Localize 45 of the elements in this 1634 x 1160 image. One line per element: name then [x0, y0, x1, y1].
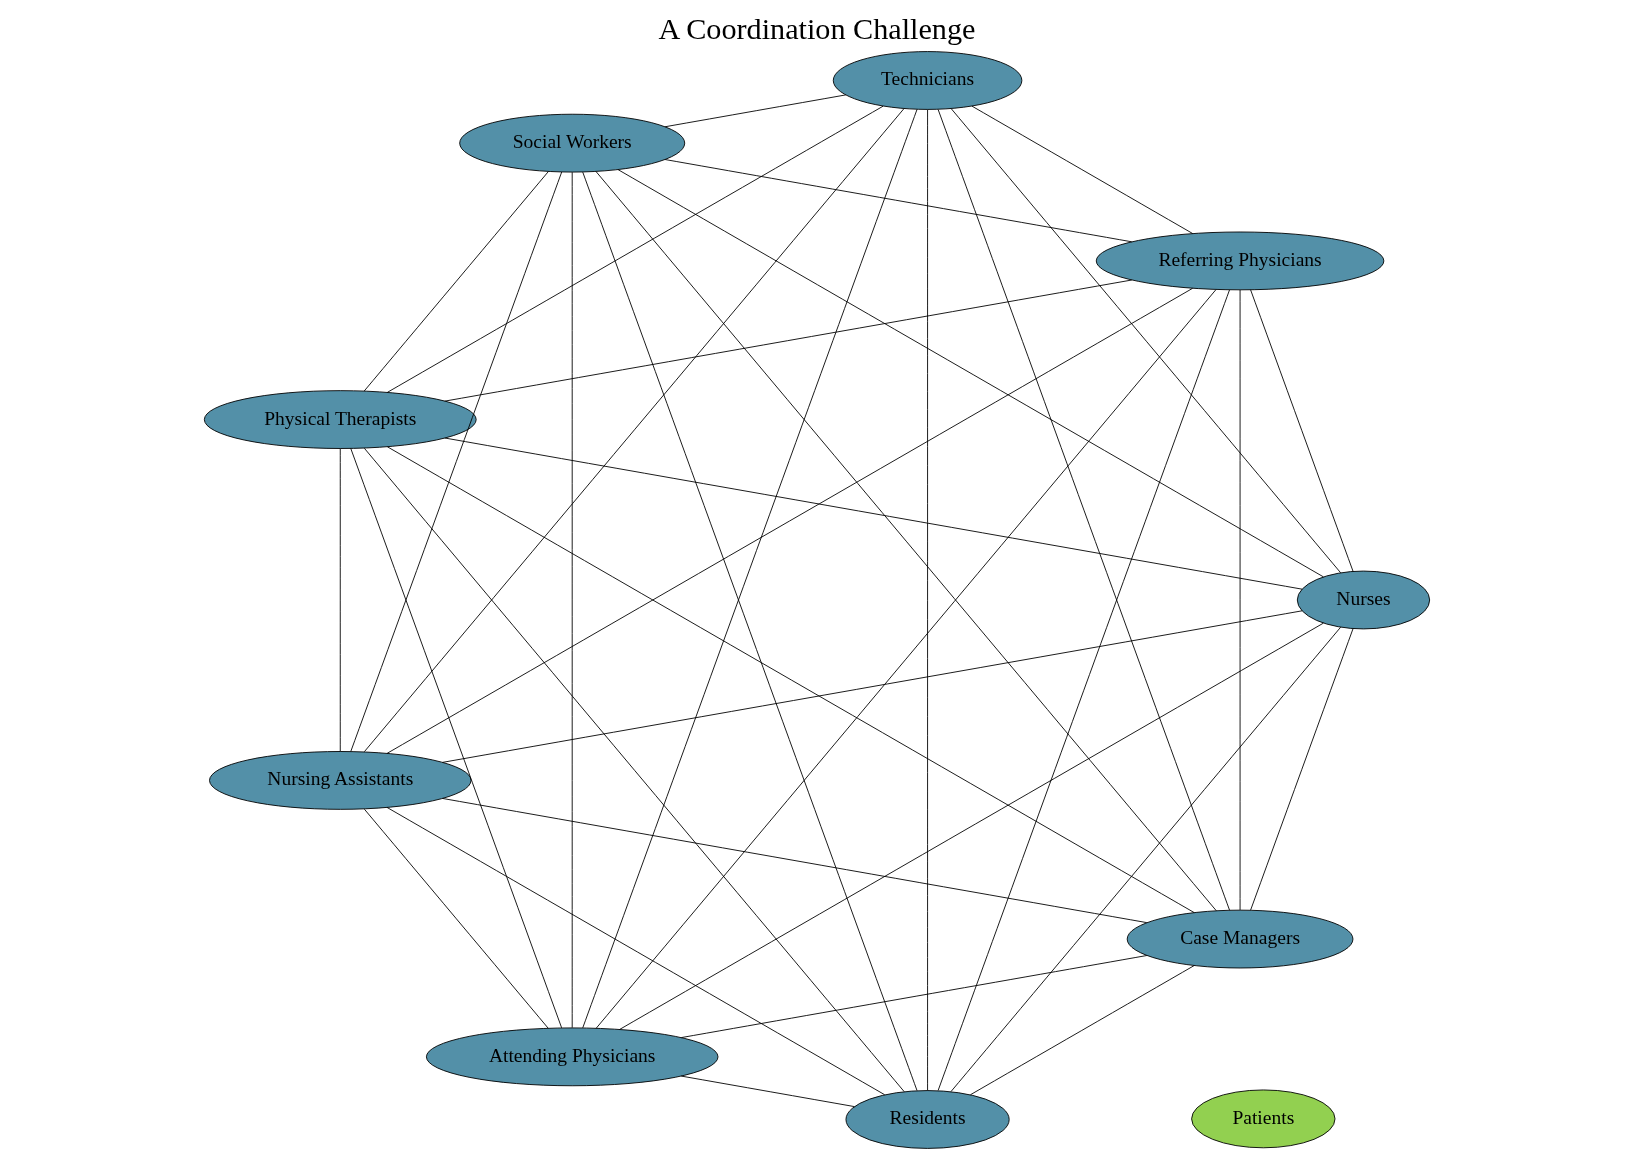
node-ellipse: Nurses: [1296, 570, 1431, 630]
connector: [664, 159, 1133, 243]
node-ellipse: Social Workers: [459, 113, 686, 173]
connector: [350, 171, 563, 752]
node-ellipse: Nursing Assistants: [209, 751, 472, 810]
connector: [571, 171, 573, 1029]
connector: [937, 289, 1230, 1091]
connector: [950, 108, 1342, 574]
connector: [595, 171, 1217, 912]
connector: [1250, 289, 1354, 572]
node-ellipse: Patients: [1191, 1089, 1336, 1149]
connector: [386, 807, 886, 1096]
connector: [444, 437, 1303, 590]
connector: [1239, 289, 1241, 911]
connector: [442, 610, 1303, 763]
connector: [363, 171, 549, 392]
connector: [339, 448, 341, 752]
node-ellipse: Case Managers: [1126, 909, 1354, 969]
connector: [386, 105, 884, 393]
connector: [680, 955, 1148, 1039]
connector: [386, 287, 1193, 754]
connector: [1250, 628, 1354, 911]
connector: [619, 622, 1324, 1030]
connector: [680, 1075, 855, 1108]
connector: [363, 447, 905, 1093]
connector: [970, 965, 1195, 1096]
connector: [617, 169, 1324, 578]
connector: [444, 279, 1133, 402]
connector: [363, 108, 905, 753]
connector: [950, 626, 1342, 1093]
connector: [927, 109, 928, 1091]
connector: [937, 109, 1231, 911]
node-ellipse: Residents: [845, 1090, 1010, 1149]
connector: [386, 446, 1195, 914]
connector: [971, 105, 1194, 234]
connector: [363, 808, 549, 1029]
node-ellipse: Physical Therapists: [203, 390, 477, 449]
connector: [442, 798, 1148, 924]
node-ellipse: Referring Physicians: [1095, 231, 1385, 291]
connector: [664, 94, 847, 128]
connector: [350, 447, 563, 1029]
diagram-title: A Coordination Challenge: [658, 12, 976, 47]
node-ellipse: Attending Physicians: [425, 1027, 719, 1087]
connector: [595, 289, 1217, 1029]
node-ellipse: Technicians: [832, 51, 1023, 110]
